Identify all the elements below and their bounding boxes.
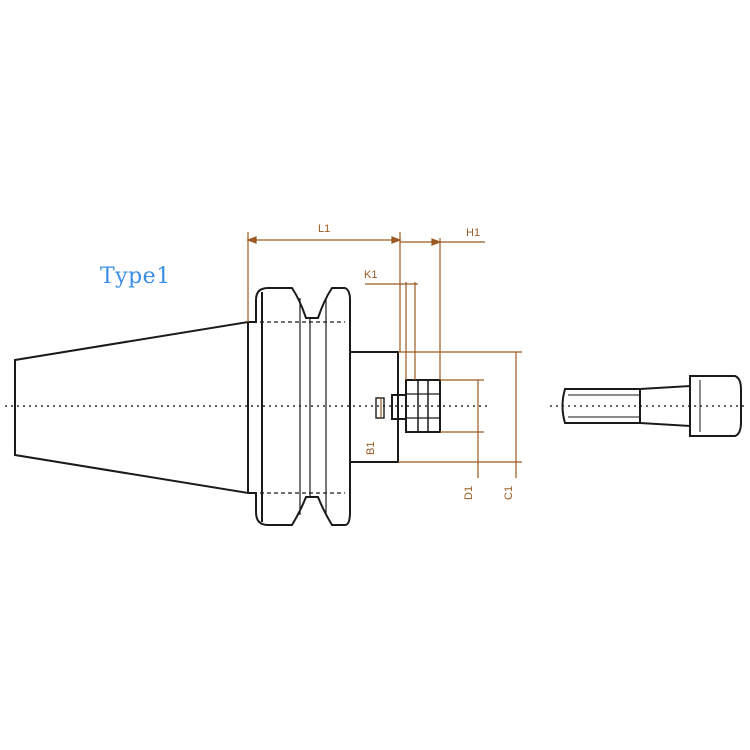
label-d1: D1 — [463, 486, 475, 500]
label-l1: L1 — [318, 223, 330, 235]
type-label: Type1 — [100, 264, 171, 289]
dimension-labels: L1 H1 K1 B1 D1 C1 — [318, 223, 515, 500]
l1-arrow-right — [391, 236, 402, 244]
label-b1: B1 — [365, 442, 377, 455]
taper-shank — [14, 320, 249, 495]
arbor-screw — [405, 379, 441, 433]
label-c1: C1 — [503, 486, 515, 500]
label-h1: H1 — [466, 227, 480, 239]
dimensions — [246, 232, 522, 478]
screw-head — [689, 375, 742, 437]
flange-left — [248, 287, 351, 526]
h1-arrow — [431, 238, 442, 246]
key-slot — [375, 397, 385, 419]
tool-holder — [14, 287, 441, 526]
screw-shank — [561, 388, 641, 424]
loose-screw — [561, 375, 742, 437]
l1-arrow-left — [246, 236, 257, 244]
label-k1: K1 — [364, 269, 377, 281]
